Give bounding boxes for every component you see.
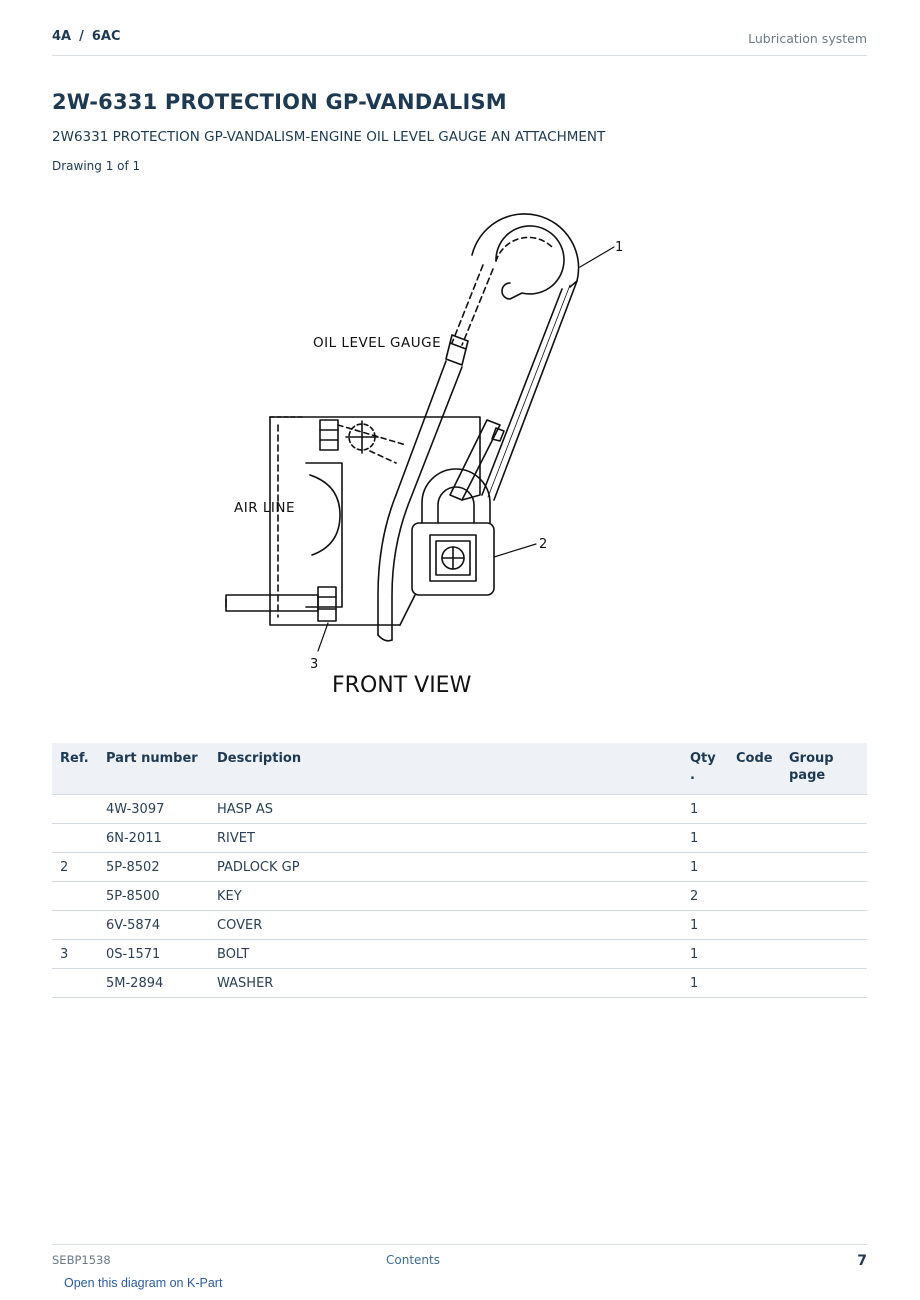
page-subtitle: 2W6331 PROTECTION GP-VANDALISM-ENGINE OI…: [52, 129, 606, 145]
hasp-outer: [471, 213, 580, 288]
page-header: 4A / 6AC Lubrication system: [52, 28, 867, 56]
cell-part-number: 5M-2894: [98, 968, 209, 998]
open-kpart-link[interactable]: Open this diagram on K-Part: [64, 1276, 223, 1290]
header-code: Code: [728, 743, 781, 795]
cell-description: BOLT: [209, 939, 682, 969]
table-row: 3 0S-1571 BOLT 1: [52, 939, 867, 969]
padlock-shackle: [421, 468, 491, 524]
table-row: 6N-2011 RIVET 1: [52, 823, 867, 853]
header-group-page: Group page: [781, 743, 867, 795]
parts-table: Ref. Part number Description Qty . Code …: [52, 743, 867, 998]
cell-qty: 1: [682, 794, 728, 824]
cell-code: [728, 823, 781, 853]
cell-qty: 1: [682, 968, 728, 998]
cell-qty: 1: [682, 823, 728, 853]
cell-ref: [52, 794, 98, 824]
table-row: 5P-8500 KEY 2: [52, 881, 867, 911]
table-header-row: Ref. Part number Description Qty . Code …: [52, 743, 867, 795]
contents-link[interactable]: Contents: [386, 1253, 440, 1267]
document-id: SEBP1538: [52, 1253, 111, 1267]
parts-diagram: OIL LEVEL GAUGE AIR LINE FRONT VIEW 1 2 …: [200, 195, 720, 715]
cell-part-number: 5P-8502: [98, 852, 209, 882]
cell-qty: 1: [682, 939, 728, 969]
cell-code: [728, 910, 781, 940]
cell-group-page: [781, 939, 867, 969]
cell-ref: 2: [52, 852, 98, 882]
drawing-count: Drawing 1 of 1: [52, 159, 141, 173]
model-a: 4A: [52, 29, 72, 44]
cell-group-page: [781, 881, 867, 911]
table-row: 5M-2894 WASHER 1: [52, 968, 867, 998]
header-qty: Qty .: [682, 743, 728, 795]
cell-qty: 1: [682, 910, 728, 940]
cell-description: COVER: [209, 910, 682, 940]
bracket: [269, 416, 481, 501]
parts-diagram-svg: OIL LEVEL GAUGE AIR LINE FRONT VIEW 1 2 …: [225, 213, 623, 698]
section-name: Lubrication system: [748, 31, 867, 46]
cell-description: RIVET: [209, 823, 682, 853]
cell-ref: [52, 881, 98, 911]
cell-part-number: 6N-2011: [98, 823, 209, 853]
cell-description: KEY: [209, 881, 682, 911]
air-line-clamp: [305, 462, 343, 608]
cell-ref: 3: [52, 939, 98, 969]
cell-code: [728, 939, 781, 969]
table-row: 2 5P-8502 PADLOCK GP 1: [52, 852, 867, 882]
cell-description: HASP AS: [209, 794, 682, 824]
cell-group-page: [781, 968, 867, 998]
page-title: 2W-6331 PROTECTION GP-VANDALISM: [52, 90, 507, 114]
cell-code: [728, 881, 781, 911]
page-number: 7: [857, 1253, 867, 1269]
cell-code: [728, 968, 781, 998]
cell-ref: [52, 823, 98, 853]
breadcrumb-separator: /: [79, 29, 84, 44]
model-b: 6AC: [91, 29, 121, 44]
callout-3: 3: [310, 657, 318, 672]
cell-group-page: [781, 852, 867, 882]
page-footer: SEBP1538 Contents 7: [52, 1244, 867, 1275]
header-ref: Ref.: [52, 743, 98, 795]
cell-qty: 1: [682, 852, 728, 882]
label-air-line: AIR LINE: [234, 500, 295, 516]
hasp-inner: [495, 225, 565, 300]
cell-part-number: 5P-8500: [98, 881, 209, 911]
header-description: Description: [209, 743, 682, 795]
header-part-number: Part number: [98, 743, 209, 795]
cell-ref: [52, 910, 98, 940]
model-breadcrumb: 4A / 6AC: [52, 29, 121, 44]
padlock-body: [411, 522, 495, 596]
cell-group-page: [781, 823, 867, 853]
cell-qty: 2: [682, 881, 728, 911]
label-front-view: FRONT VIEW: [332, 673, 472, 698]
cell-part-number: 6V-5874: [98, 910, 209, 940]
callout-1: 1: [615, 240, 623, 255]
cell-code: [728, 794, 781, 824]
table-row: 4W-3097 HASP AS 1: [52, 794, 867, 824]
callout-2: 2: [539, 537, 547, 552]
label-oil-level-gauge: OIL LEVEL GAUGE: [313, 335, 441, 351]
table-row: 6V-5874 COVER 1: [52, 910, 867, 940]
cell-description: PADLOCK GP: [209, 852, 682, 882]
cell-code: [728, 852, 781, 882]
cell-description: WASHER: [209, 968, 682, 998]
cell-ref: [52, 968, 98, 998]
cell-part-number: 0S-1571: [98, 939, 209, 969]
cell-part-number: 4W-3097: [98, 794, 209, 824]
cell-group-page: [781, 910, 867, 940]
cell-group-page: [781, 794, 867, 824]
